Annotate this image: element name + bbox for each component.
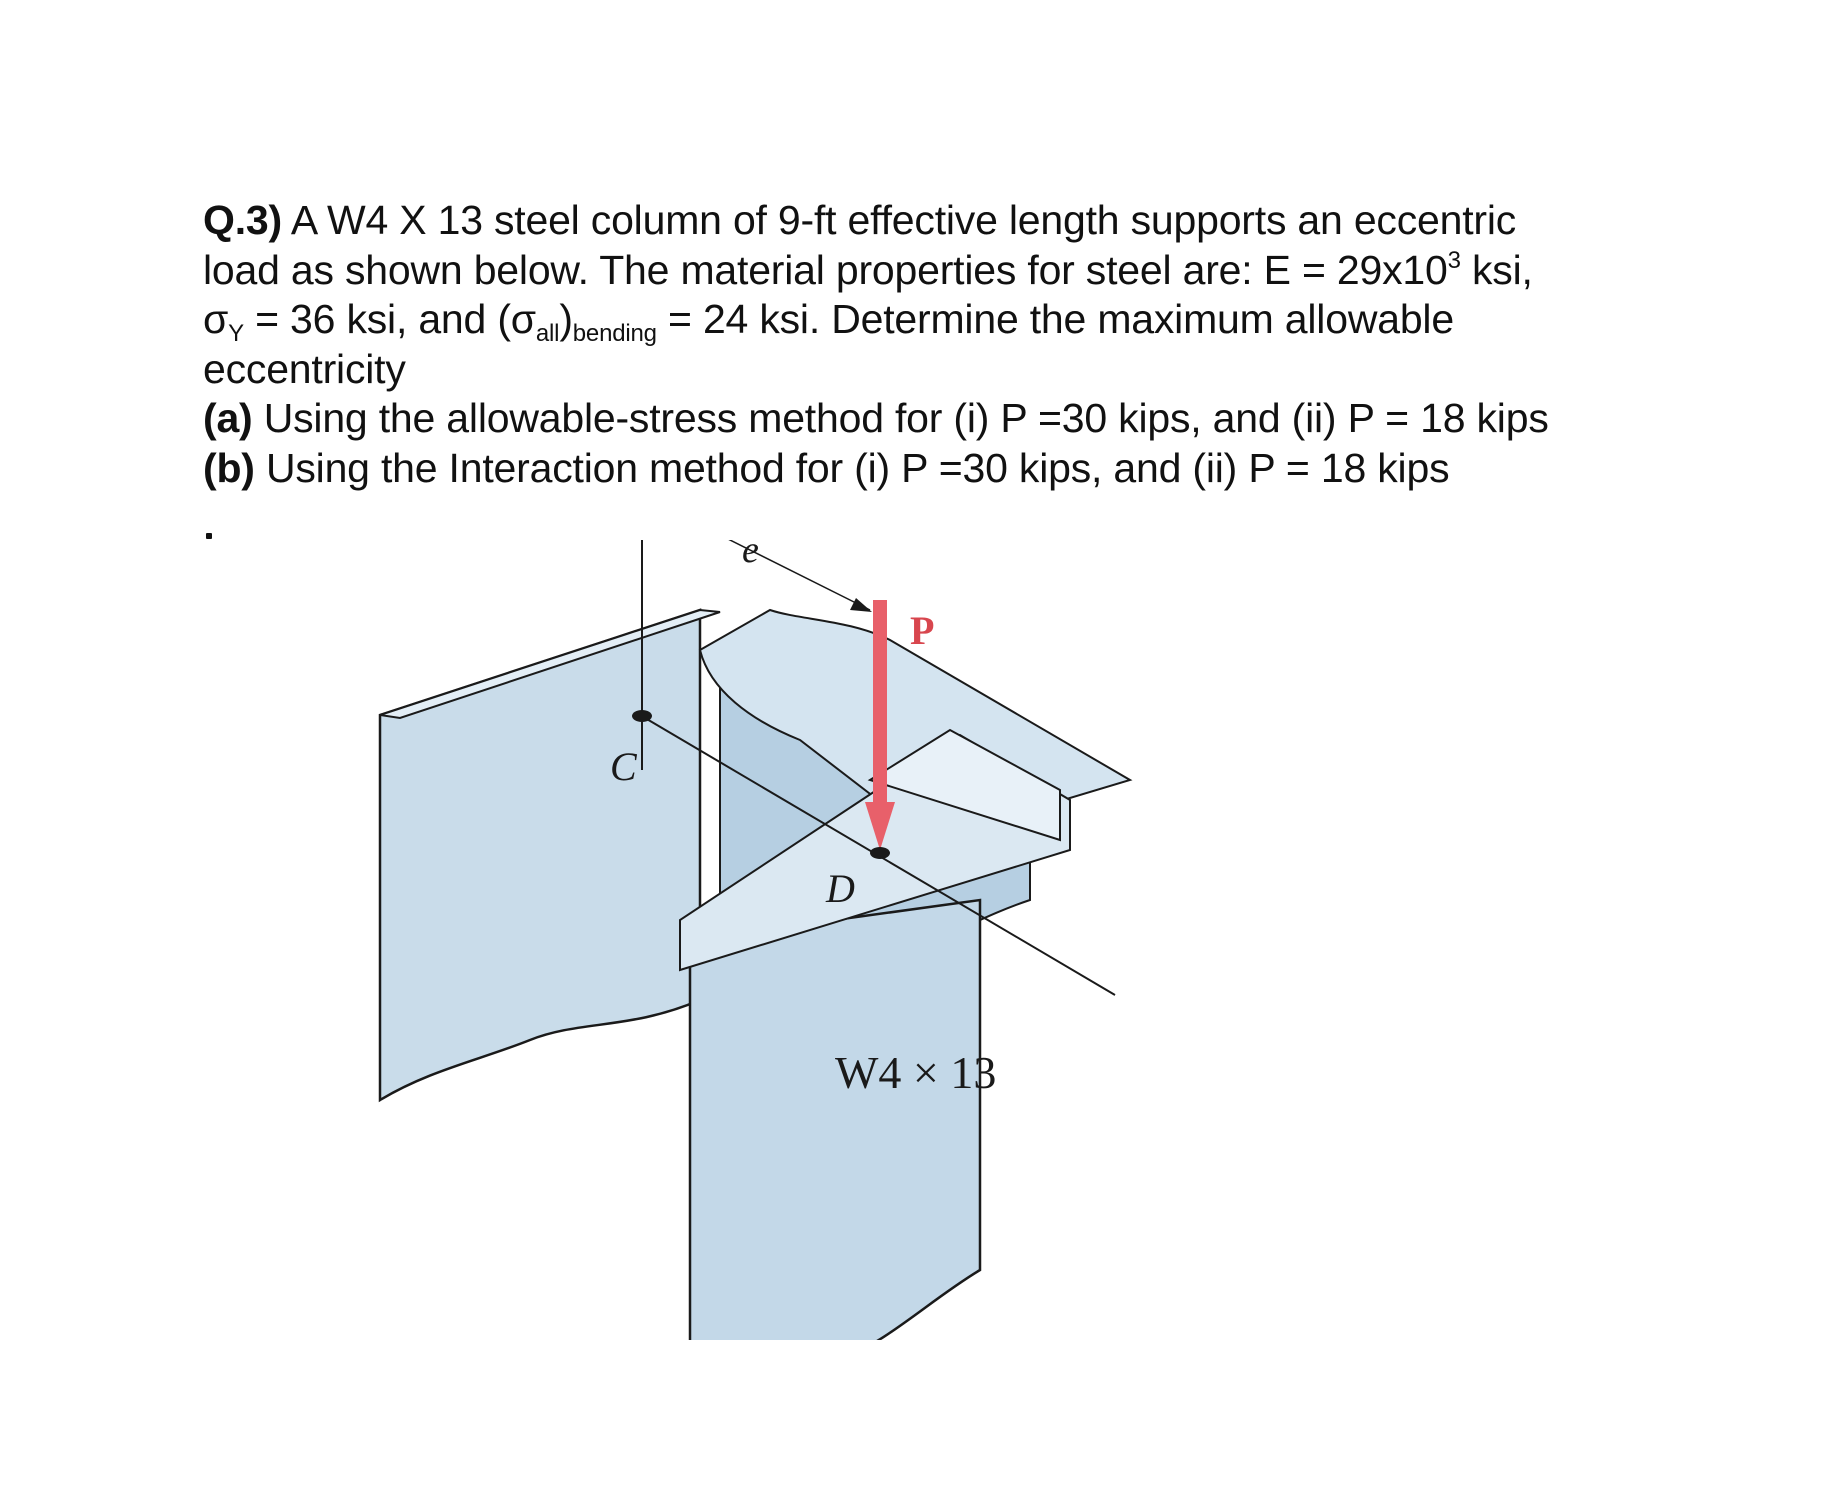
sigma-symbol: σ	[203, 296, 229, 342]
question-line-1: Q.3) A W4 X 13 steel column of 9-ft effe…	[203, 196, 1763, 246]
question-line-3-end: = 24 ksi. Determine the maximum allowabl…	[656, 296, 1454, 342]
bending-subscript: bending	[572, 320, 657, 347]
left-flange-face	[378, 608, 702, 1103]
question-line-4: eccentricity	[203, 345, 406, 392]
point-c	[632, 710, 652, 722]
right-flange-face	[688, 898, 982, 1340]
part-b: (b) Using the Interaction method for (i)…	[203, 444, 1763, 494]
point-d	[870, 847, 890, 859]
label-e: e	[742, 540, 759, 571]
yield-subscript: Y	[228, 320, 244, 347]
stray-dot	[206, 533, 212, 539]
left-flange-top	[379, 608, 721, 720]
far-flange-arm	[867, 728, 1061, 842]
part-a-text: Using the allowable-stress method for (i…	[252, 395, 1549, 441]
question-line-1-text: A W4 X 13 steel column of 9-ft effective…	[281, 197, 1517, 243]
all-subscript: all	[535, 320, 560, 347]
part-b-label: (b)	[203, 444, 255, 491]
label-p: P	[910, 608, 934, 653]
question-number: Q.3)	[203, 197, 282, 243]
label-c: C	[610, 744, 638, 789]
dimension-e-arrow-right	[850, 598, 872, 612]
question-line-2-text: load as shown below. The material proper…	[203, 246, 1448, 293]
question-text: Q.3) A W4 X 13 steel column of 9-ft effe…	[203, 196, 1763, 493]
part-a: (a) Using the allowable-stress method fo…	[203, 394, 1763, 444]
part-a-label: (a)	[203, 395, 253, 441]
section-label: W4 × 13	[835, 1047, 996, 1098]
column-figure: e P C D W4 × 13	[378, 540, 1133, 1340]
question-line-3: σY = 36 ksi, and (σall)bending = 24 ksi.…	[203, 295, 1763, 347]
dimension-e-line	[728, 540, 871, 611]
load-arrow-shaft	[873, 600, 887, 810]
question-line-3-text: = 36 ksi, and (σ	[243, 296, 536, 342]
part-b-text: Using the Interaction method for (i) P =…	[254, 444, 1450, 491]
close-paren: )	[559, 296, 573, 342]
question-line-2: load as shown below. The material proper…	[203, 246, 1763, 296]
exponent: 3	[1447, 246, 1461, 274]
label-d: D	[825, 866, 855, 911]
question-line-2-unit: ksi,	[1460, 246, 1533, 293]
load-arrow-head	[865, 802, 895, 850]
